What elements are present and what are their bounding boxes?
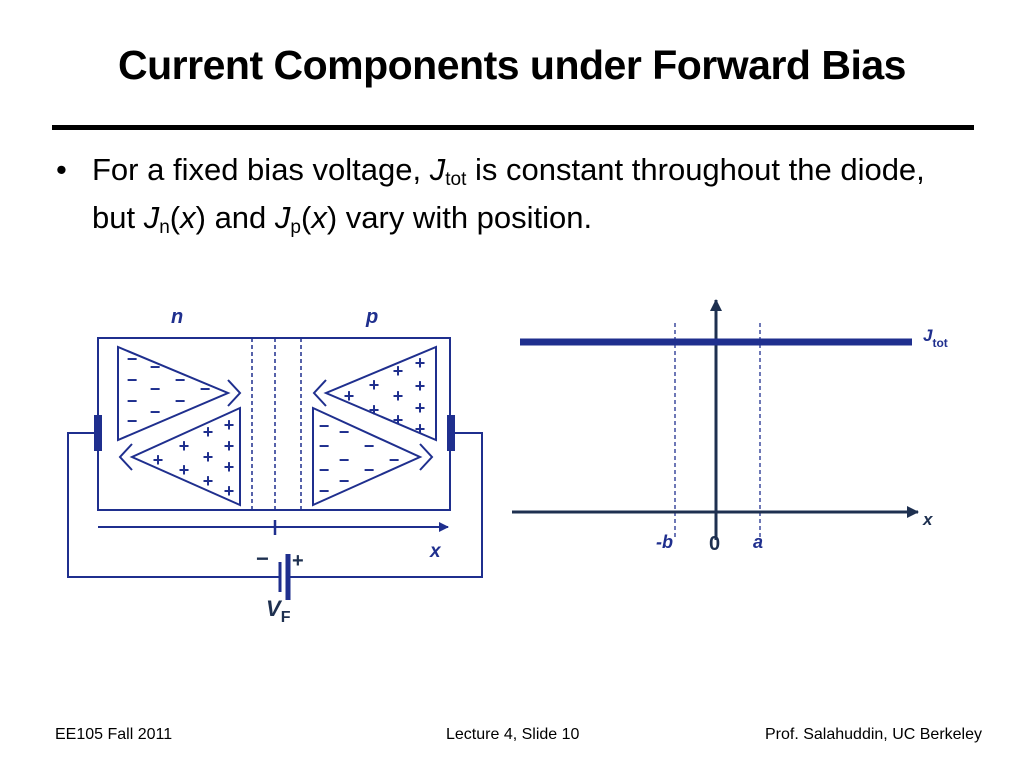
hole-charge-p-side: +: [369, 400, 380, 420]
electron-charge-p-side: −: [364, 460, 375, 480]
electron-charge-p-side: −: [319, 460, 330, 480]
electron-arrival-arrowhead: [419, 443, 434, 471]
jtot-subscript: tot: [445, 169, 467, 190]
jn-subscript: n: [159, 217, 170, 238]
n-region-label: n: [171, 306, 183, 328]
left-contact: [94, 415, 102, 451]
slide-title: Current Components under Forward Bias: [118, 42, 906, 88]
electron-charge-p-side: −: [364, 436, 375, 456]
right-contact: [447, 415, 455, 451]
electron-charge-n-side: −: [175, 391, 186, 411]
electron-charge-n-side: −: [150, 357, 161, 377]
diode-diagram: [67, 337, 483, 600]
hole-injection-triangle: [323, 345, 437, 442]
hole-charge-n-side: +: [224, 481, 235, 501]
tick-neg-sign: -: [656, 532, 662, 552]
electron-injection-arrowhead: [227, 379, 242, 407]
hole-charge-n-side: +: [224, 457, 235, 477]
current-plot-labels: Jtot x -b 0 a: [656, 326, 948, 555]
hole-charge-p-side: +: [344, 386, 355, 406]
jn-symbol: J: [143, 200, 160, 235]
title-underline: [52, 125, 974, 130]
tick-label-minus-b: -b: [656, 532, 673, 552]
hole-arrival-triangle: [129, 406, 241, 507]
p-region-label: p: [365, 306, 378, 328]
electron-charge-n-side: −: [127, 370, 138, 390]
jn-x-symbol: x: [180, 200, 196, 235]
tick-b: b: [662, 532, 673, 552]
electron-charge-p-side: −: [339, 471, 350, 491]
electron-charge-p-side: −: [339, 422, 350, 442]
electron-charge-n-side: −: [200, 379, 211, 399]
jtot-symbol: J: [429, 152, 446, 187]
plot-x-label: x: [922, 510, 934, 529]
jp-symbol: J: [274, 200, 291, 235]
hole-arrival-arrowhead: [118, 443, 133, 471]
jn-open-paren: (: [169, 200, 181, 235]
hole-charge-n-side: +: [203, 422, 214, 442]
bullet-and: and: [205, 200, 275, 235]
hole-charge-n-side: +: [179, 460, 190, 480]
hole-charge-n-side: +: [153, 450, 164, 470]
electron-charge-p-side: −: [389, 450, 400, 470]
bullet-dot: •: [56, 152, 67, 187]
hole-charge-p-side: +: [393, 361, 404, 381]
battery-minus-label: −: [256, 546, 269, 571]
bullet-text-end: vary with position.: [337, 200, 593, 235]
battery-plus-label: +: [292, 550, 304, 572]
hole-charge-p-side: +: [393, 410, 404, 430]
bullet-text: For a fixed bias voltage, Jtot is consta…: [92, 146, 952, 242]
hole-charge-p-side: +: [415, 376, 426, 396]
jtot-plot-label-sub: tot: [932, 336, 947, 350]
hole-charge-p-side: +: [369, 375, 380, 395]
vf-main: V: [266, 596, 283, 621]
hole-charge-p-side: +: [415, 398, 426, 418]
wire-right: [290, 432, 483, 578]
tick-label-a: a: [753, 532, 763, 552]
electron-charge-p-side: −: [319, 436, 330, 456]
hole-charge-n-side: +: [179, 436, 190, 456]
hole-injection-arrowhead: [312, 379, 327, 407]
electron-injection-triangle: [117, 345, 231, 442]
jp-close-paren: ): [326, 200, 338, 235]
electron-charge-n-side: −: [127, 349, 138, 369]
hole-charge-n-side: +: [203, 447, 214, 467]
diode-labels: n p x − + VF: [171, 306, 442, 626]
hole-charge-p-side: +: [415, 419, 426, 439]
electron-charge-p-side: −: [319, 416, 330, 436]
footer-slide-number: Lecture 4, Slide 10: [446, 726, 580, 743]
bullet-text-1: For a fixed bias voltage,: [92, 152, 430, 187]
electron-charge-n-side: −: [127, 411, 138, 431]
tick-label-zero: 0: [709, 533, 720, 555]
diode-x-label: x: [429, 541, 442, 562]
wire-left: [67, 432, 280, 578]
footer-course: EE105 Fall 2011: [55, 726, 173, 743]
electron-charge-p-side: −: [339, 450, 350, 470]
jp-x-symbol: x: [311, 200, 327, 235]
electron-arrival-triangle: [312, 406, 423, 507]
vf-label: VF: [266, 596, 291, 626]
jp-subscript: p: [290, 217, 301, 238]
jp-open-paren: (: [300, 200, 312, 235]
electron-charge-n-side: −: [150, 379, 161, 399]
charge-markers: −−−−−−−−−−++++++++++++++++++++−−−−−−−−−−: [127, 349, 426, 501]
hole-charge-n-side: +: [203, 471, 214, 491]
jtot-plot-label: Jtot: [923, 326, 948, 350]
hole-charge-n-side: +: [224, 415, 235, 435]
jtot-plot-label-main: J: [923, 326, 933, 345]
hole-charge-n-side: +: [224, 436, 235, 456]
current-plot: [512, 299, 919, 540]
vf-subscript: F: [281, 609, 291, 626]
hole-charge-p-side: +: [415, 353, 426, 373]
electron-charge-n-side: −: [127, 391, 138, 411]
electron-charge-n-side: −: [175, 370, 186, 390]
footer-author: Prof. Salahuddin, UC Berkeley: [765, 726, 982, 743]
electron-charge-n-side: −: [150, 402, 161, 422]
jn-close-paren: ): [195, 200, 206, 235]
electron-charge-p-side: −: [319, 481, 330, 501]
hole-charge-p-side: +: [393, 386, 404, 406]
bullet-text-2: is constant throughout the diode, but: [92, 152, 925, 235]
